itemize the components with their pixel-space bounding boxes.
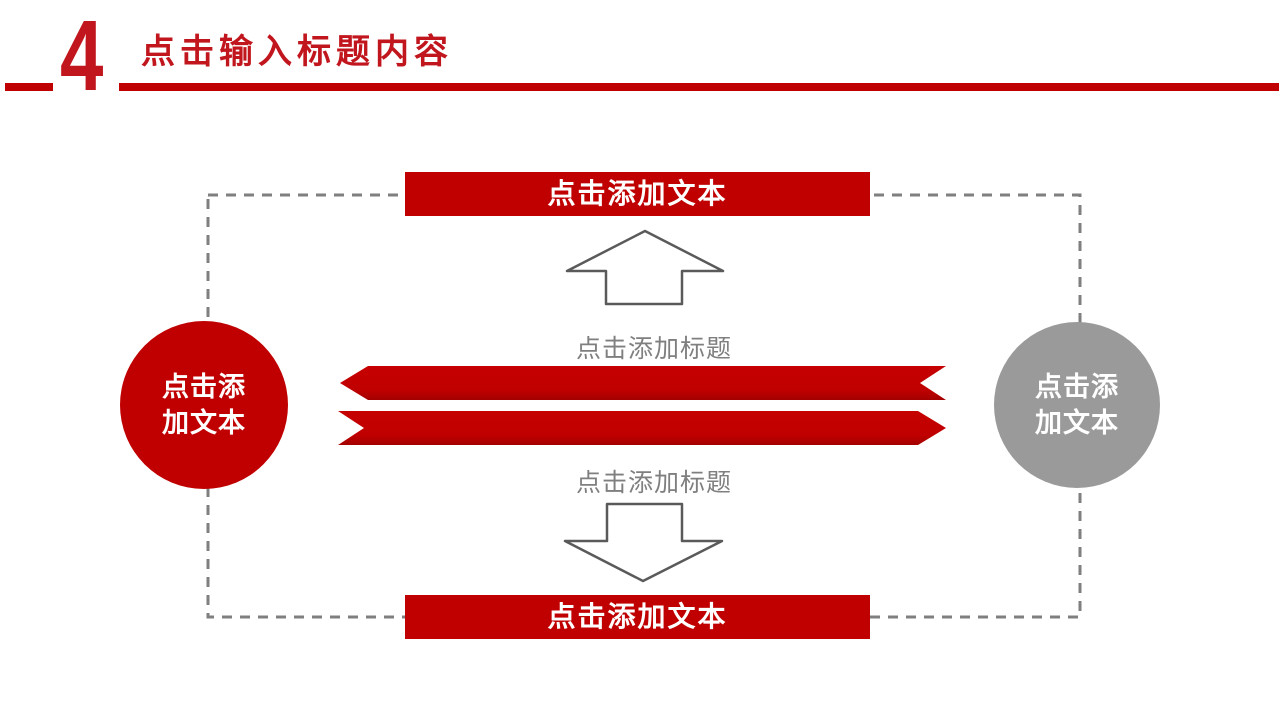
left-pointing-ribbon-arrow-icon xyxy=(340,366,946,400)
right-circle-label-line1: 点击添 xyxy=(1035,371,1119,402)
bottom-text-placeholder-bar[interactable]: 点击添加文本 xyxy=(405,595,870,639)
bottom-bar-label: 点击添加文本 xyxy=(547,601,728,632)
header-underline-right-segment xyxy=(119,83,1279,91)
left-circle-label-line1: 点击添 xyxy=(162,371,246,402)
header-underline-left-segment xyxy=(5,83,53,91)
top-text-placeholder-bar[interactable]: 点击添加文本 xyxy=(405,172,870,216)
top-bar-label: 点击添加文本 xyxy=(547,178,728,209)
lower-title-placeholder[interactable]: 点击添加标题 xyxy=(575,469,732,497)
right-pointing-ribbon-arrow-icon xyxy=(338,411,946,445)
left-circle-placeholder[interactable]: 点击添 加文本 xyxy=(120,321,288,489)
upper-title-placeholder[interactable]: 点击添加标题 xyxy=(575,335,732,363)
right-circle-placeholder[interactable]: 点击添 加文本 xyxy=(994,322,1160,488)
slide-title-placeholder[interactable]: 点击输入标题内容 xyxy=(141,33,453,71)
hollow-down-arrow-icon xyxy=(563,502,724,583)
section-number: 4 xyxy=(60,0,104,112)
right-circle-label-line2: 加文本 xyxy=(1035,408,1119,438)
left-circle-label-line2: 加文本 xyxy=(162,408,246,438)
hollow-up-arrow-icon xyxy=(565,229,725,306)
